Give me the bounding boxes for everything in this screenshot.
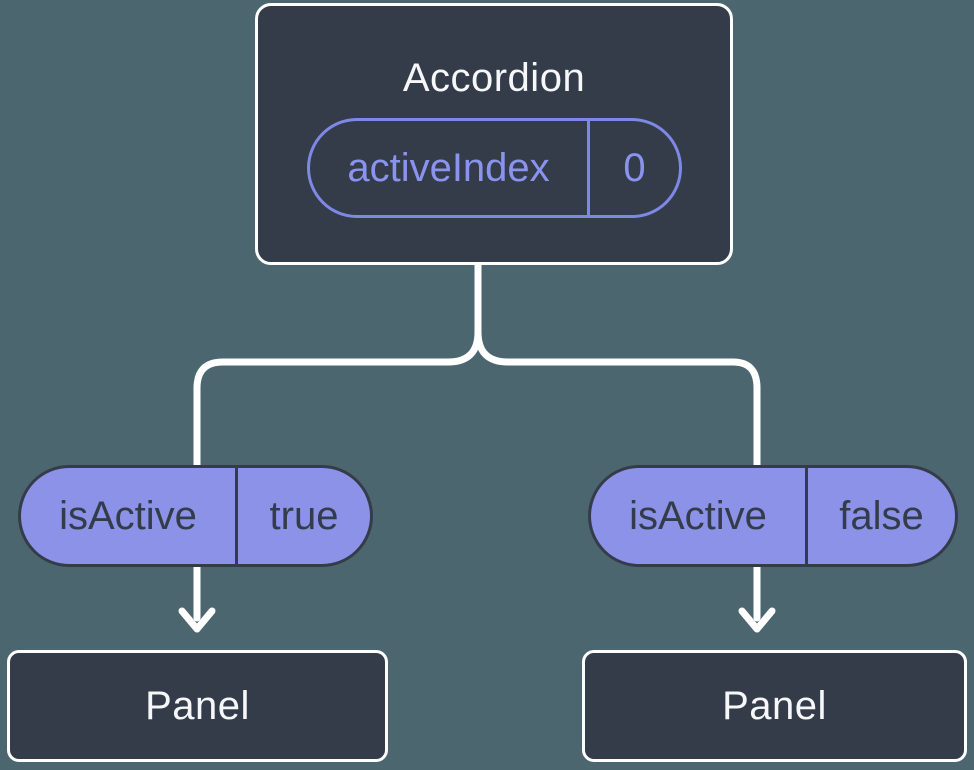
prop-name: isActive [21, 468, 238, 564]
panel-node-left: Panel [7, 650, 388, 762]
arrow-down-icon [738, 607, 776, 633]
panel-node-label: Panel [722, 683, 827, 728]
accordion-node: Accordion activeIndex 0 [255, 3, 733, 265]
connector-root-to-right-prop [474, 259, 761, 476]
prop-pill-isactive-false: isActive false [588, 465, 958, 567]
accordion-node-label: Accordion [402, 56, 586, 100]
prop-value: true [269, 493, 339, 538]
prop-pill-isactive-true: isActive true [18, 465, 373, 567]
panel-node-right: Panel [582, 650, 967, 762]
state-pill-activeindex: activeIndex 0 [307, 118, 682, 218]
arrow-down-icon [178, 607, 216, 633]
state-value: 0 [623, 145, 646, 190]
connector-root-to-left-prop [193, 259, 482, 476]
prop-name: isActive [591, 468, 808, 564]
prop-value: false [839, 493, 924, 538]
panel-node-label: Panel [145, 683, 250, 728]
state-name: activeIndex [310, 121, 590, 215]
